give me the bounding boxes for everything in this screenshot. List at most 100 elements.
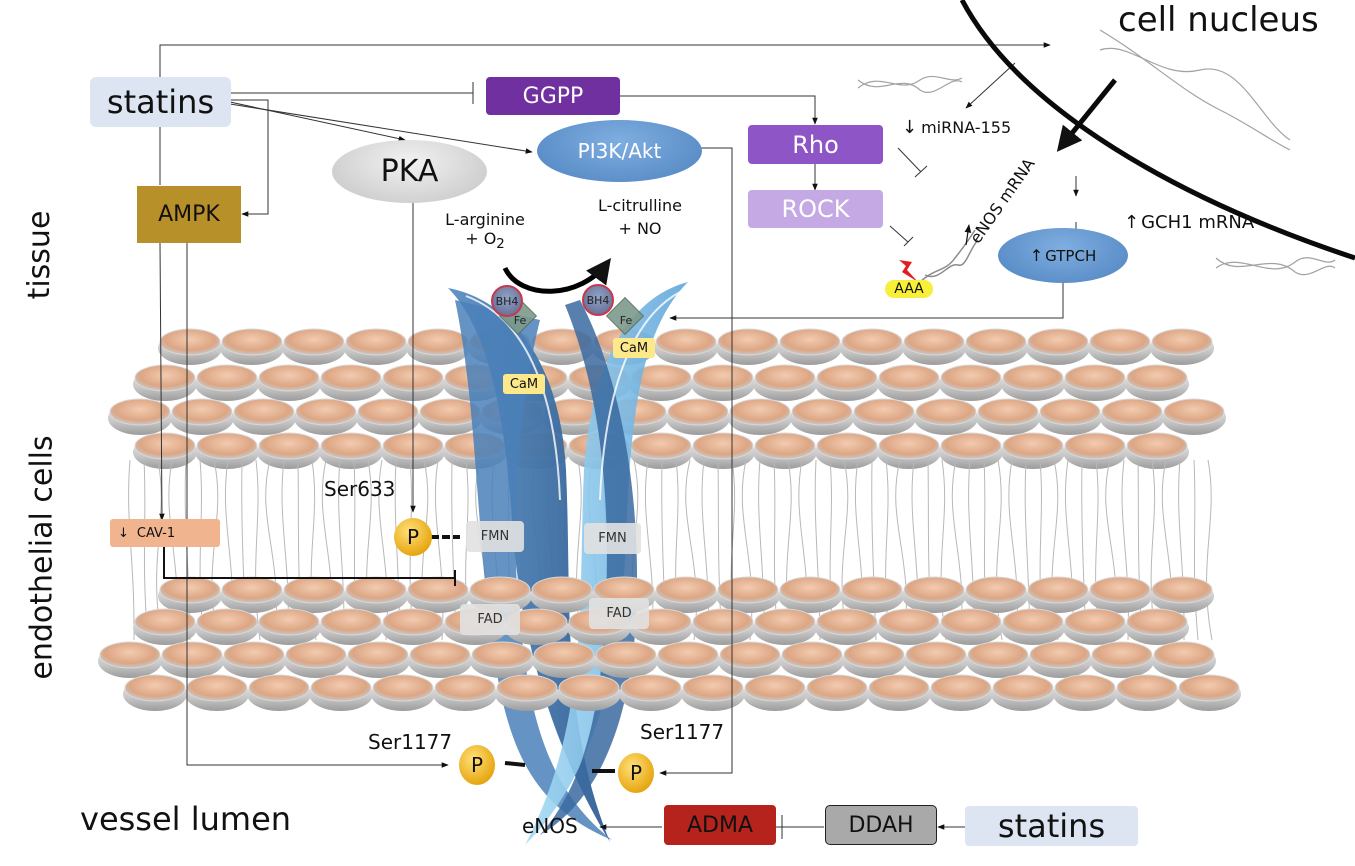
lipid-head [666,398,730,435]
lipid-head [356,398,420,435]
lipid-tail [871,459,877,641]
lipid-head [98,641,162,678]
lipid-tail [940,459,947,641]
lipid-head [728,398,792,435]
lipid-head [158,328,222,365]
lipid-head [1150,576,1214,613]
lipid-head [691,432,755,469]
lipid-tail [434,459,444,641]
lipid-head [158,576,222,613]
up-arrow-icon: ↑ [1029,246,1044,265]
reaction-arrow [502,257,611,294]
lipid-head [1053,674,1117,711]
lipid-head [160,641,224,678]
lipid-head [257,608,321,645]
lipid-head [284,641,348,678]
lipid-tail [199,459,205,641]
lipid-head [1028,641,1092,678]
rho-node: Rho [748,125,883,164]
fe-right-diamond [605,296,645,336]
lipid-head [294,398,358,435]
lipid-head [929,674,993,711]
lipid-tail [378,459,388,641]
ser1177-right-label: Ser1177 [640,720,725,744]
lipid-head [716,576,780,613]
dna-helix-nucleus [1099,29,1291,151]
bh4-left-circle [491,285,523,317]
lipid-head [319,432,383,469]
lipid-head [418,398,482,435]
substrate-o2-subscript: 2 [496,237,505,253]
lipid-head [257,432,321,469]
product-line2: + NO [618,219,662,238]
lipid-head [282,328,346,365]
enos-bottom-label: eNOS [522,814,578,838]
ser633-label: Ser633 [324,477,396,501]
lipid-head [877,608,941,645]
lipid-head [1063,364,1127,401]
lipid-head [867,674,931,711]
lipid-head [1125,432,1189,469]
lipid-head [902,328,966,365]
lipid-head [532,641,596,678]
lipid-head [232,398,296,435]
lipid-head [1026,328,1090,365]
lipid-head [852,398,916,435]
lipid-head [257,364,321,401]
cam-right: CaM [613,338,655,358]
lipid-head [222,641,286,678]
lipid-head [656,641,720,678]
product-line1: L-citrulline [598,196,682,215]
degradation-bolt-icon [899,260,918,282]
cell-nucleus-label: cell nucleus [1118,0,1319,40]
lipid-head [877,364,941,401]
lipid-head [170,398,234,435]
gtpch-node: ↑ GTPCH [998,228,1128,283]
lipid-head [195,364,259,401]
dna-helix-gch1 [1215,257,1336,276]
lipid-tail [1064,459,1074,641]
lipid-head [133,432,197,469]
lipid-head [914,398,978,435]
substrate-label: L-arginine + O2 [430,210,540,252]
fad-right: FAD [589,598,649,629]
mirna155-label: miRNA-155 [921,118,1012,137]
ser1177-left-bond [504,761,526,767]
lipid-head [346,641,410,678]
down-arrow-icon: ↓ [118,525,129,541]
lipid-head [1026,576,1090,613]
pka-node: PKA [332,140,487,203]
lipid-head [1001,432,1065,469]
lipid-head [406,328,470,365]
lipid-head [1001,608,1065,645]
lipid-head [1125,608,1189,645]
transcription-arrow [1056,78,1117,152]
lipid-head [753,364,817,401]
lipid-head [1088,328,1152,365]
fmn-right: FMN [584,523,641,554]
lipid-head [964,328,1028,365]
adma-node: ADMA [664,805,776,845]
lipid-head [319,608,383,645]
lipid-head [594,641,658,678]
lipid-head [939,608,1003,645]
lipid-head [1090,641,1154,678]
ampk-node: AMPK [137,186,241,243]
lipid-head [991,674,1055,711]
lipid-head [195,608,259,645]
vessel-lumen-label: vessel lumen [80,800,292,838]
lipid-head [319,364,383,401]
lipid-tail [128,459,135,641]
lipid-head [815,432,879,469]
phospho-ser1177-right-label: P [630,761,642,785]
lipid-head [282,576,346,613]
lipid-head [408,641,472,678]
lipid-tail [741,459,753,641]
membrane-lower-leaflet [98,576,1241,711]
lipid-head [220,328,284,365]
lipid-tail [310,459,317,641]
lipid-head [840,576,904,613]
lipid-tail [814,459,821,641]
